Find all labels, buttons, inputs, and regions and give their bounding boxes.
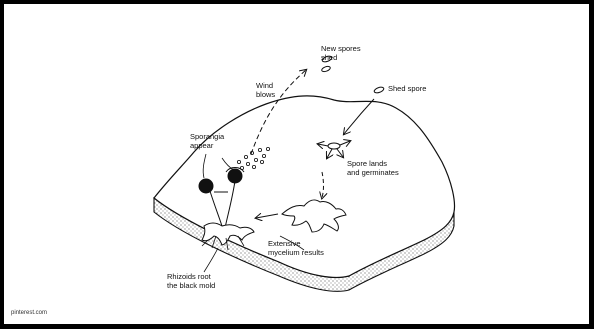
source-credit[interactable]: pinterest.com bbox=[11, 310, 47, 316]
shed-spore bbox=[373, 86, 384, 94]
label-new-spores: New spores shed bbox=[321, 44, 361, 62]
new-spore bbox=[321, 65, 331, 72]
label-shed-spore: Shed spore bbox=[388, 84, 426, 93]
slide: New spores shed Shed spore Wind blows Sp… bbox=[4, 4, 589, 324]
label-wind: Wind blows bbox=[256, 81, 275, 99]
label-sporangia: Sporangia appear bbox=[190, 132, 224, 150]
bread-mold-life-cycle-diagram bbox=[4, 4, 589, 324]
label-rhizoids: Rhizoids root the black mold bbox=[167, 272, 215, 290]
label-mycelium: Extensive mycelium results bbox=[268, 239, 324, 257]
label-spore-lands: Spore lands and germinates bbox=[347, 159, 399, 177]
